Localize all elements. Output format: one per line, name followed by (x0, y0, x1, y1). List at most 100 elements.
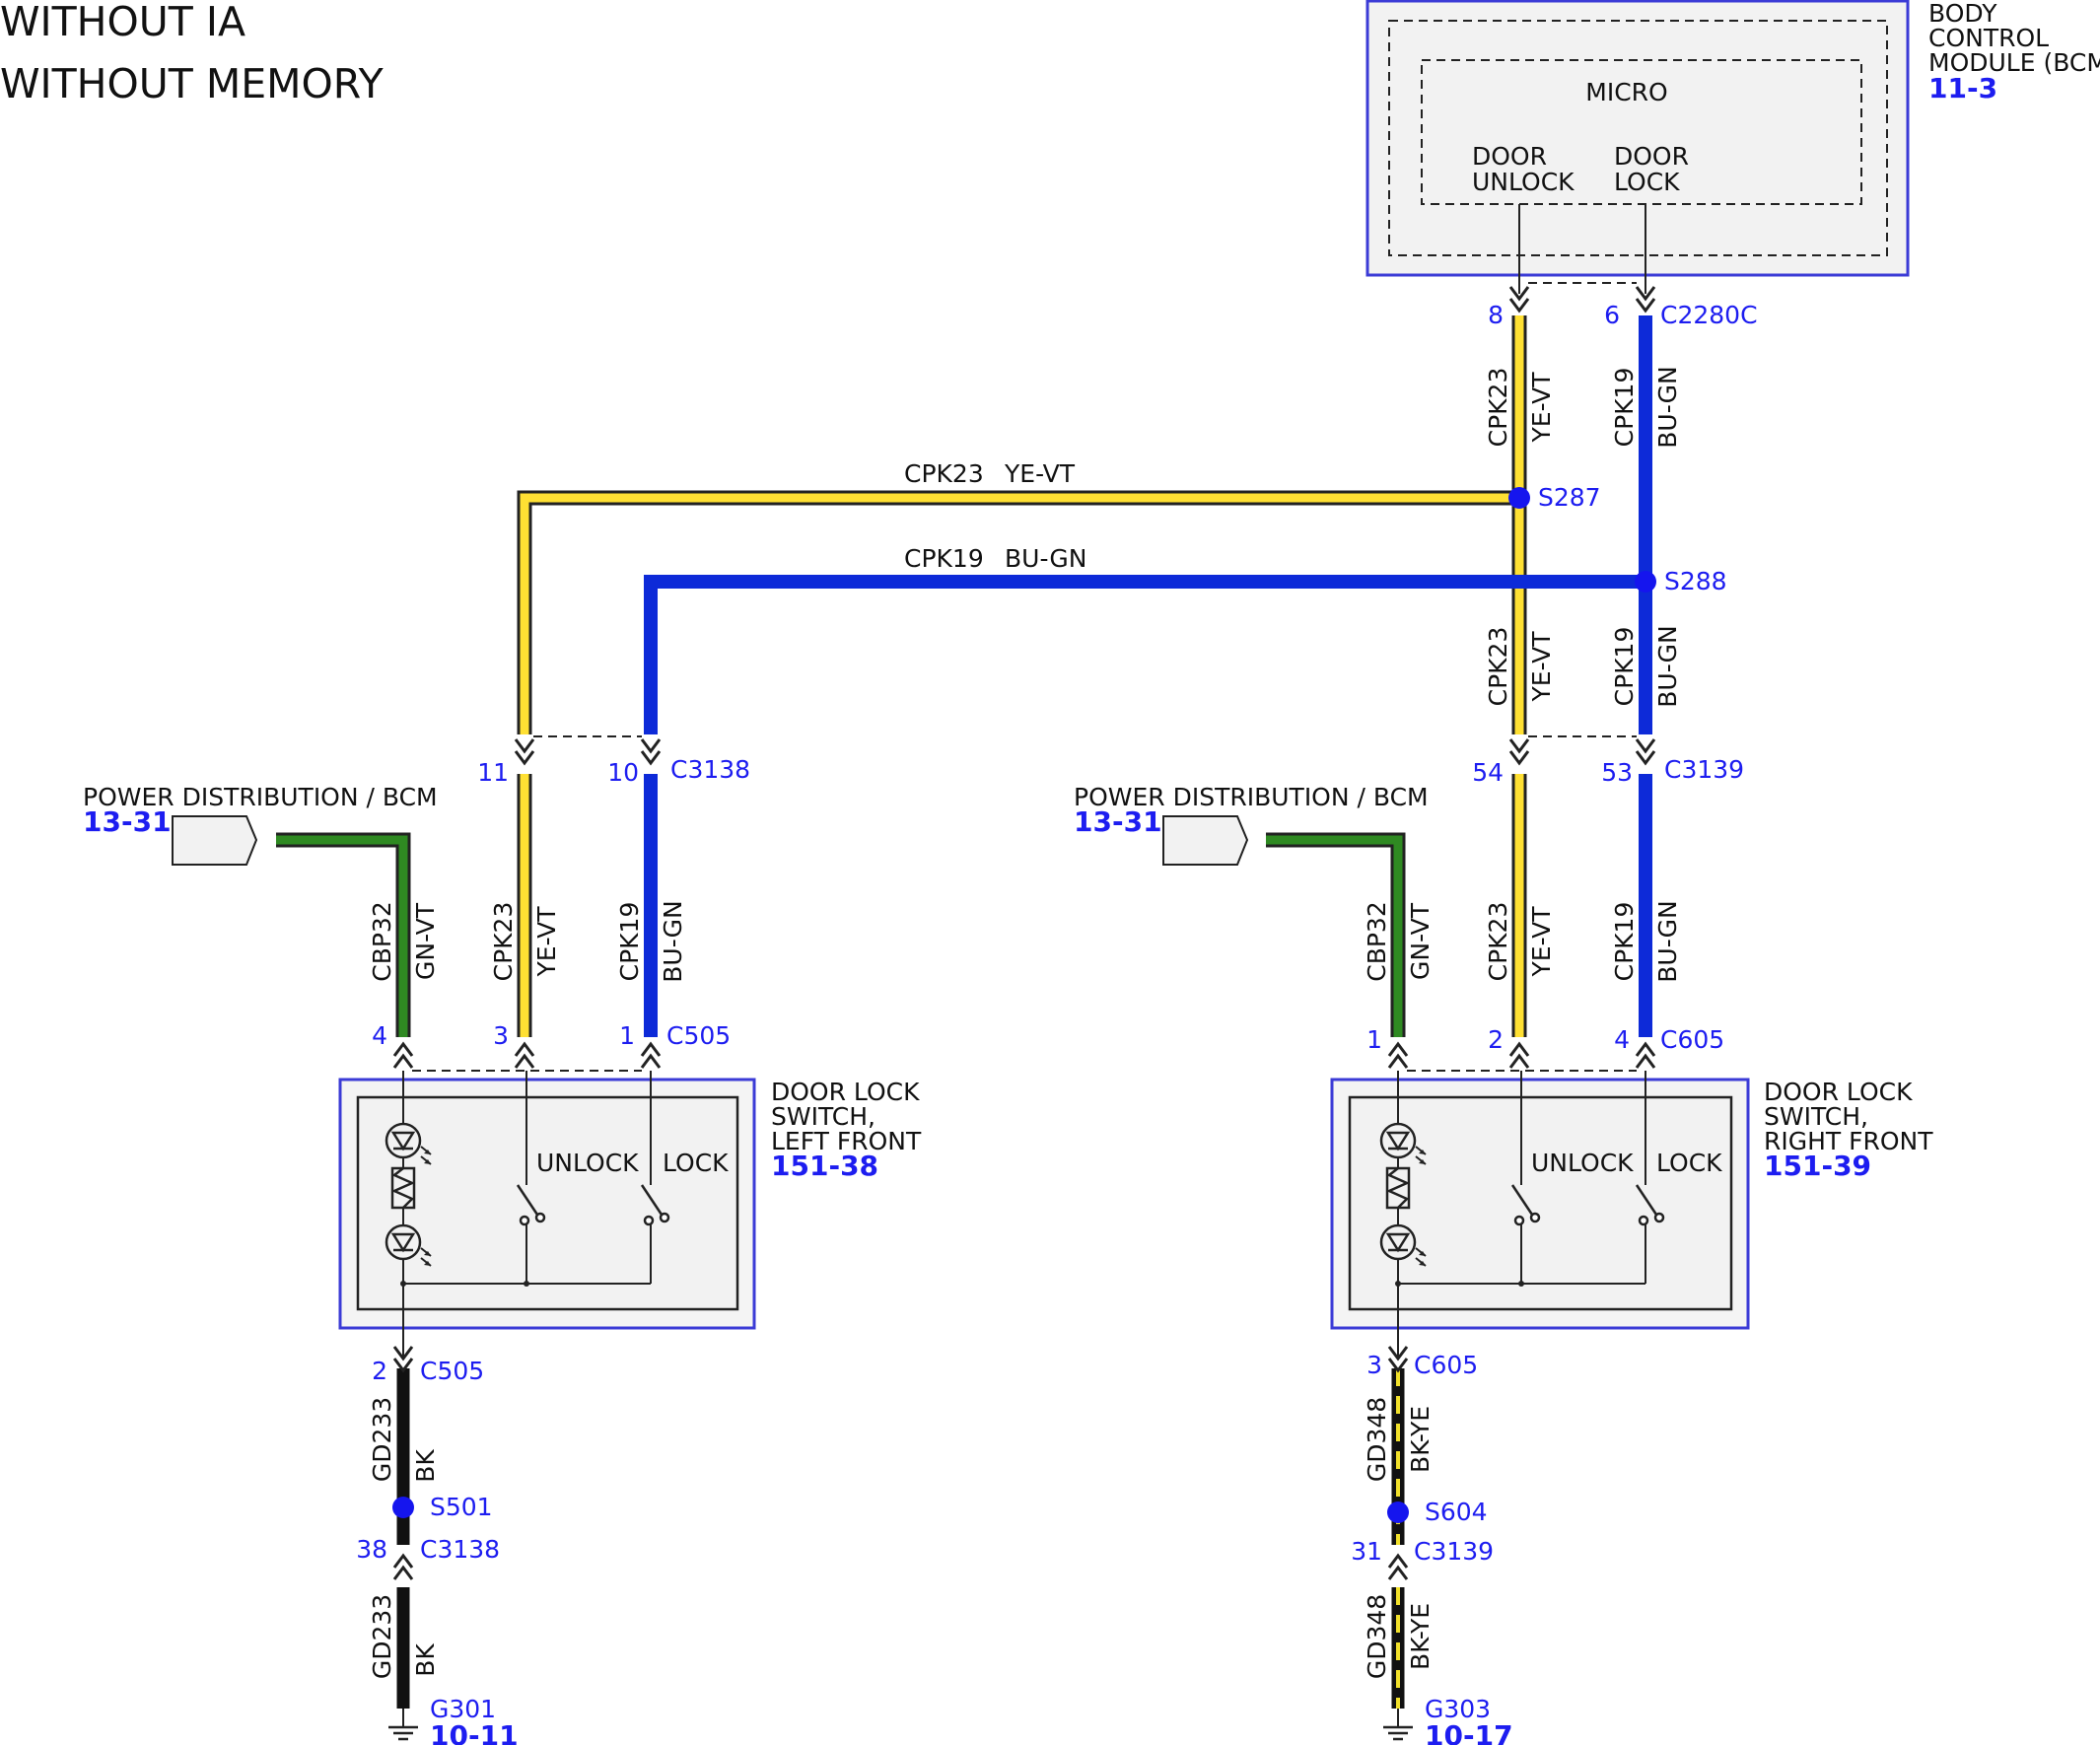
power-distribution-right-ref: 13-31 (1074, 805, 1162, 838)
switch-left-page-ref: 151-38 (771, 1150, 878, 1182)
wire-color-gn-vt-left: GN-VT (411, 902, 440, 980)
ground-g303-label: G303 (1425, 1695, 1491, 1723)
switch-right-title-line3: RIGHT FRONT (1764, 1127, 1933, 1155)
power-flag-right (1162, 815, 1249, 866)
splice-s288-label: S288 (1664, 567, 1727, 595)
wire-color-bk-upper: BK (411, 1449, 440, 1483)
pin-right-switch-green: 1 (1366, 1025, 1382, 1054)
wire-color-bk-lower: BK (411, 1643, 440, 1677)
ground-g303-ref: 10-17 (1425, 1719, 1513, 1745)
splice-s501 (392, 1497, 414, 1518)
switch-right-title-line2: SWITCH, (1764, 1102, 1868, 1131)
power-distribution-right-title: POWER DISTRIBUTION / BCM (1074, 783, 1429, 811)
wire-color-bu-gn-right: BU-GN (1653, 900, 1682, 982)
switch-right-unlock-label: UNLOCK (1531, 1149, 1634, 1177)
wire-label-cpk23-right: CPK23 (1484, 902, 1512, 982)
splice-s287 (1508, 487, 1530, 509)
pin-right-ground-c605: 3 (1366, 1351, 1382, 1379)
pin-bcm-unlock: 8 (1488, 301, 1504, 329)
bcm-name-line1: BODY (1928, 0, 1997, 28)
door-lock-switch-left-front: 4 3 1 C505 UNLOCK LOCK DOOR LOCK SWITCH,… (338, 1021, 922, 1359)
wire-color-bu-gn-right-mid: BU-GN (1653, 625, 1682, 707)
connector-c505-ground-label: C505 (420, 1357, 484, 1385)
pin-left-ground-c505: 2 (372, 1357, 387, 1385)
pin-c3139-yellow: 54 (1472, 758, 1504, 787)
splice-s288 (1635, 571, 1656, 593)
pin-right-inline-c3139: 31 (1351, 1537, 1382, 1566)
pin-c3139-blue: 53 (1601, 758, 1633, 787)
bcm-door-unlock-line2: UNLOCK (1472, 168, 1575, 196)
power-distribution-left: POWER DISTRIBUTION / BCM 13-31 (83, 783, 438, 866)
pin-bcm-lock: 6 (1604, 301, 1620, 329)
bcm-door-lock-line1: DOOR (1614, 142, 1689, 171)
power-flag-left (172, 815, 258, 866)
bcm-module: MICRO DOOR UNLOCK DOOR LOCK BODY CONTROL… (1365, 0, 2100, 294)
pin-right-switch-lock: 4 (1614, 1025, 1630, 1054)
switch-left-title-line2: SWITCH, (771, 1102, 875, 1131)
switch-left-unlock-label: UNLOCK (536, 1149, 639, 1177)
wire-color-bk-ye-upper: BK-YE (1406, 1406, 1435, 1473)
header-line-1: WITHOUT IA (0, 0, 245, 45)
pin-c3138-yellow: 11 (477, 758, 509, 787)
wire-color-ye-vt-left: YE-VT (532, 906, 561, 978)
wire-label-cbp32-left: CBP32 (368, 901, 396, 982)
wire-label-gd233-lower: GD233 (368, 1594, 396, 1679)
switch-left-inner (356, 1095, 739, 1311)
header-line-2: WITHOUT MEMORY (0, 60, 385, 107)
ground-g301-ref: 10-11 (430, 1719, 519, 1745)
pin-left-switch-unlock: 3 (493, 1021, 509, 1050)
wire-color-ye-vt-right: YE-VT (1527, 906, 1556, 978)
splice-s604-label: S604 (1425, 1498, 1488, 1526)
power-distribution-left-ref: 13-31 (83, 805, 172, 838)
splice-s604 (1387, 1501, 1409, 1523)
wire-color-bu-gn-horizontal: BU-GN (1005, 544, 1086, 573)
wire-color-bu-gn-left: BU-GN (659, 900, 687, 982)
wire-label-cpk19-horizontal: CPK19 (904, 544, 984, 573)
ground-path-right: 3 C605 31 C3139 G303 10-17 (1351, 1345, 1513, 1745)
bcm-micro-block (1421, 59, 1862, 205)
connector-c605-label: C605 (1660, 1025, 1724, 1054)
switch-left-title-line1: DOOR LOCK (771, 1078, 920, 1106)
wire-label-gd233-upper: GD233 (368, 1397, 396, 1482)
wire-color-bk-ye-lower: BK-YE (1406, 1603, 1435, 1670)
door-lock-switch-right-front: 1 2 4 C605 UNLOCK LOCK DOOR LOCK SWITCH,… (1330, 1025, 1933, 1359)
pin-right-switch-unlock: 2 (1488, 1025, 1504, 1054)
power-distribution-right: POWER DISTRIBUTION / BCM 13-31 (1074, 783, 1429, 866)
wire-label-gd348-lower: GD348 (1363, 1594, 1391, 1679)
ground-path-left: 2 C505 38 C3138 G301 10-11 (356, 1345, 519, 1745)
connector-c3139: 54 53 C3139 (1472, 735, 1744, 787)
wire-cpk23 (517, 315, 1527, 1037)
connector-c3139-label: C3139 (1664, 755, 1744, 784)
splice-s501-label: S501 (430, 1493, 493, 1521)
wire-cpk19 (644, 315, 1652, 1037)
wire-color-ye-vt-right-mid: YE-VT (1527, 631, 1556, 703)
connector-c3138-label: C3138 (670, 755, 750, 784)
connector-c3138: 11 10 C3138 (477, 735, 750, 787)
ground-icon (386, 1725, 420, 1741)
connector-c3138-inline-label: C3138 (420, 1535, 500, 1564)
bcm-micro-label: MICRO (1585, 78, 1667, 106)
wire-label-cpk19-right-mid: CPK19 (1610, 627, 1639, 707)
wire-label-cpk19-right: CPK19 (1610, 902, 1639, 982)
wire-label-cpk19-bcm: CPK19 (1610, 368, 1639, 448)
bcm-door-unlock-line1: DOOR (1472, 142, 1547, 171)
bcm-page-ref: 11-3 (1928, 72, 1997, 105)
bcm-dashed-outer (1388, 20, 1888, 256)
wire-label-cpk23-left: CPK23 (489, 902, 518, 982)
connector-c3139-inline-label: C3139 (1414, 1537, 1494, 1566)
pin-left-inline-c3138: 38 (356, 1535, 387, 1564)
wire-label-cbp32-right: CBP32 (1363, 901, 1391, 982)
wire-color-ye-vt-horizontal: YE-VT (1004, 459, 1076, 488)
switch-right-title-line1: DOOR LOCK (1764, 1078, 1913, 1106)
bcm-name-line2: CONTROL (1928, 24, 2049, 52)
ground-g301-label: G301 (430, 1695, 496, 1723)
pin-left-switch-green: 4 (372, 1021, 387, 1050)
wire-label-cpk23-horizontal: CPK23 (904, 459, 984, 488)
switch-right-lock-label: LOCK (1656, 1149, 1722, 1177)
bcm-door-lock-line2: LOCK (1614, 168, 1680, 196)
wire-color-gn-vt-right: GN-VT (1406, 902, 1435, 980)
connector-c2280c-label: C2280C (1660, 301, 1758, 329)
connector-c505-label: C505 (666, 1021, 731, 1050)
switch-right-inner (1348, 1095, 1733, 1311)
